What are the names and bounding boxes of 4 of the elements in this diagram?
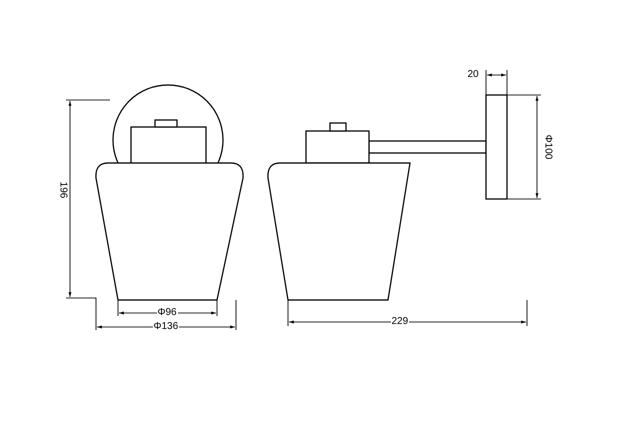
dimension-label: 20 xyxy=(466,70,480,80)
dimension-label: Φ96 xyxy=(156,308,178,318)
dimension-label: Φ136 xyxy=(152,322,180,332)
dimension-label: 229 xyxy=(390,317,410,327)
